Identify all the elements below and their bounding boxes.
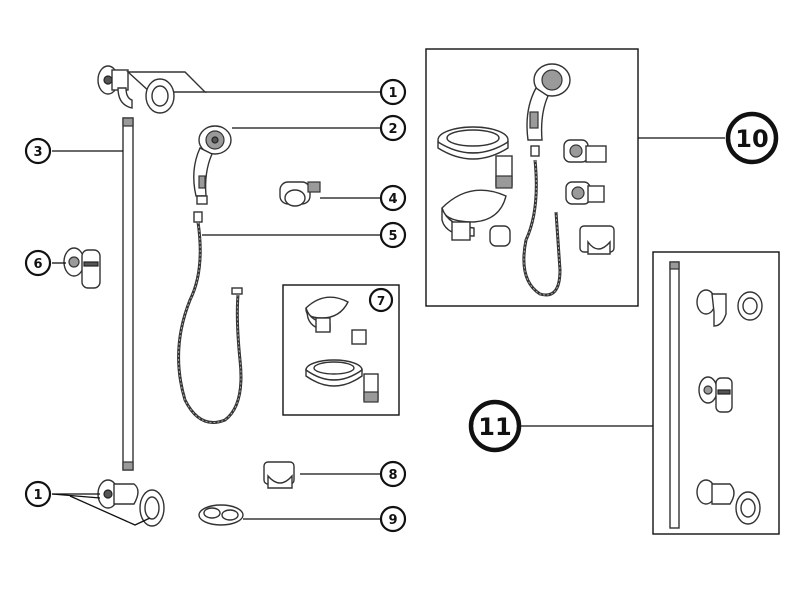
part-3-slide-bar <box>122 117 134 471</box>
callout-1-bottom-label: 1 <box>33 488 42 503</box>
callout-7: 7 <box>368 287 394 313</box>
callout-11: 11 <box>468 399 522 453</box>
callout-4-label: 4 <box>388 192 397 207</box>
callout-10-label: 10 <box>735 125 768 153</box>
callout-2: 2 <box>379 114 407 142</box>
part-8-holder <box>263 461 295 489</box>
callout-8: 8 <box>379 460 407 488</box>
callout-11-label: 11 <box>478 413 511 441</box>
callout-8-label: 8 <box>388 468 397 483</box>
callout-3-label: 3 <box>33 145 42 160</box>
callout-7-label: 7 <box>377 294 385 308</box>
part-11-kit-box <box>652 251 780 535</box>
callout-9-label: 9 <box>388 513 397 528</box>
callout-6: 6 <box>24 249 52 277</box>
part-2-hand-shower <box>193 125 232 205</box>
callout-3: 3 <box>24 137 52 165</box>
callout-6-label: 6 <box>33 257 42 272</box>
part-1-bottom-elbow <box>97 479 165 527</box>
part-5-hose <box>177 211 243 424</box>
callout-10: 10 <box>725 111 779 165</box>
part-10-kit-box <box>425 48 639 307</box>
part-4-holder <box>279 181 321 207</box>
callout-5: 5 <box>379 221 407 249</box>
callout-1-top-label: 1 <box>388 86 397 101</box>
part-1-top-elbow <box>97 65 207 114</box>
part-6-bracket <box>63 247 101 289</box>
leader-lines <box>51 91 725 526</box>
callout-9: 9 <box>379 505 407 533</box>
callout-2-label: 2 <box>388 122 397 137</box>
callout-1-top: 1 <box>379 78 407 106</box>
part-9-hose-clip <box>198 504 244 526</box>
callout-4: 4 <box>379 184 407 212</box>
callout-1-bottom: 1 <box>24 480 52 508</box>
callout-5-label: 5 <box>388 229 397 244</box>
